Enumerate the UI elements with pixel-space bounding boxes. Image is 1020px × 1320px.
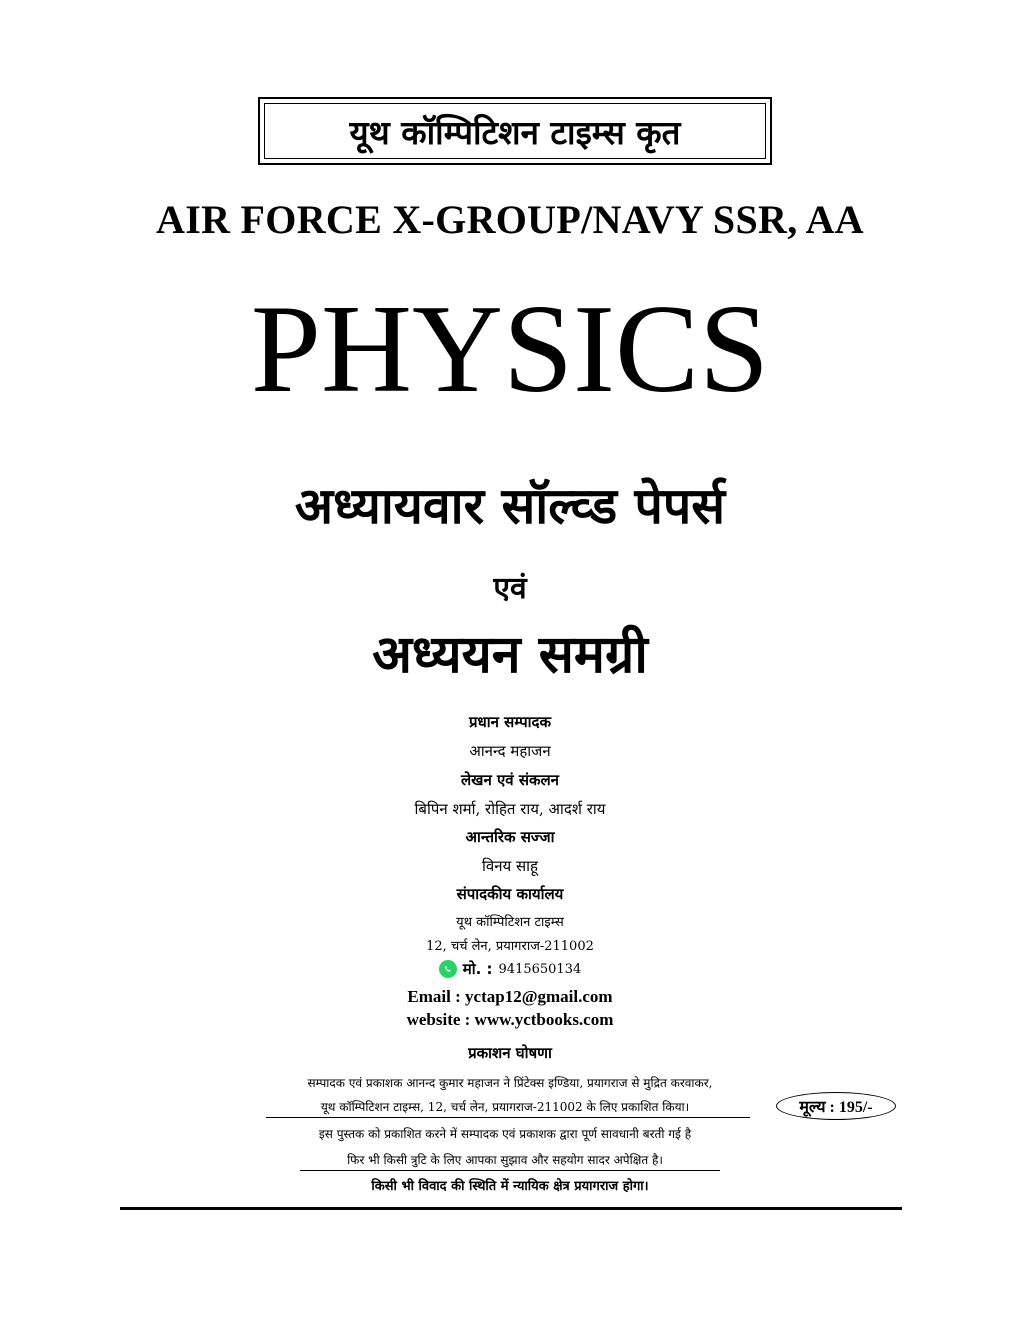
- chief-editor-label: प्रधान सम्पादक: [468, 713, 551, 731]
- header-box-text: यूथ कॉम्पिटिशन टाइम्स कृत: [264, 103, 766, 159]
- subtitle-study-material: अध्ययन समग्री: [372, 625, 648, 685]
- office-address: 12, चर्च लेन, प्रयागराज-211002: [426, 939, 594, 954]
- email-line: Email : yctap12@gmail.com: [407, 987, 613, 1006]
- subject-title: PHYSICS: [250, 280, 770, 419]
- publication-label: प्रकाशन घोषणा: [468, 1044, 552, 1062]
- mobile-row: मो. : 9415650134: [0, 959, 1020, 979]
- mobile-number: 9415650134: [498, 961, 582, 977]
- writers-names: बिपिन शर्मा, रोहित राय, आदर्श राय: [414, 800, 606, 818]
- whatsapp-icon: [438, 960, 457, 978]
- publication-line-1: सम्पादक एवं प्रकाशक आनन्द कुमार महाजन ने…: [307, 1076, 713, 1090]
- publication-line-4: फिर भी किसी त्रुटि के लिए आपका सुझाव और …: [347, 1153, 663, 1167]
- office-name: यूथ कॉम्पिटिशन टाइम्स: [456, 915, 564, 930]
- office-label: संपादकीय कार्यालय: [456, 885, 564, 903]
- exam-title: AIR FORCE X-GROUP/NAVY SSR, AA: [156, 197, 864, 242]
- header-box: यूथ कॉम्पिटिशन टाइम्स कृत: [258, 97, 772, 165]
- publication-line-2: यूथ कॉम्पिटिशन टाइम्स, 12, चर्च लेन, प्र…: [320, 1100, 690, 1114]
- chief-editor-name: आनन्द महाजन: [469, 742, 551, 760]
- writers-label: लेखन एवं संकलन: [461, 771, 559, 789]
- line-2-underline: [266, 1117, 750, 1118]
- publication-line-3: इस पुस्तक को प्रकाशित करने में सम्पादक ए…: [318, 1127, 692, 1141]
- website-line: website : www.yctbooks.com: [406, 1010, 614, 1029]
- publication-line-5: किसी भी विवाद की स्थिति में न्यायिक क्षे…: [371, 1179, 649, 1194]
- line-4-underline: [300, 1170, 720, 1171]
- design-label: आन्तरिक सज्जा: [465, 828, 555, 846]
- mobile-label: मो. :: [462, 960, 493, 978]
- designer-name: विनय साहू: [481, 857, 538, 875]
- subtitle-solved-papers: अध्यायवार सॉल्व्ड पेपर्स: [294, 477, 726, 535]
- footer-rule: [120, 1207, 902, 1210]
- price-badge: मूल्य : 195/-: [776, 1092, 896, 1120]
- subtitle-conjunction: एवं: [493, 571, 527, 606]
